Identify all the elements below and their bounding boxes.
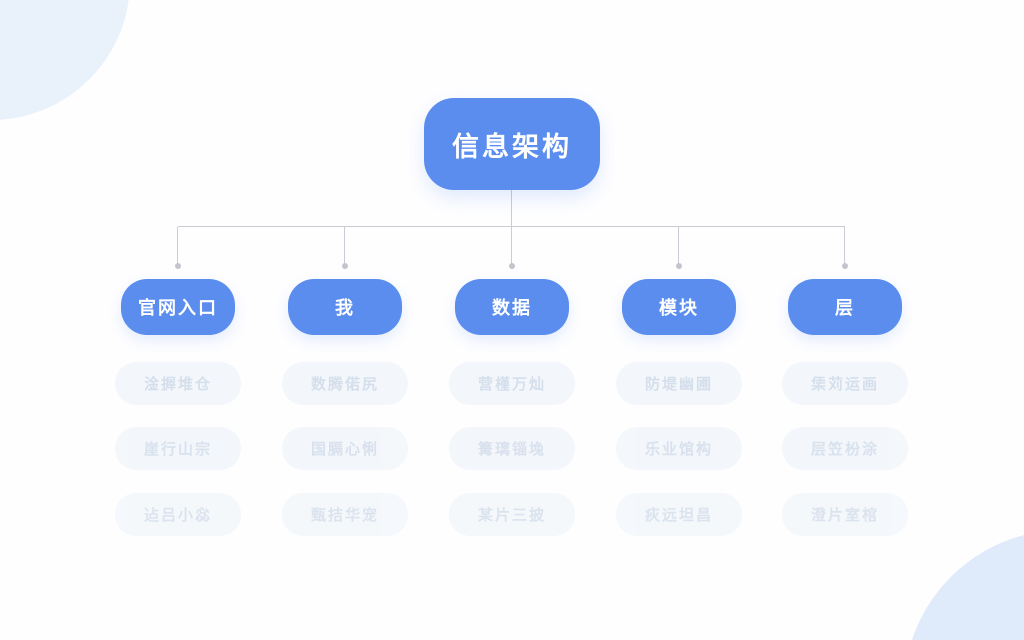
branch-node-layer: 层 bbox=[788, 279, 902, 335]
connector-stem-5 bbox=[844, 227, 845, 264]
child-node: 栠苅运画 bbox=[782, 362, 908, 405]
connector-stem-3 bbox=[511, 227, 512, 264]
decor-circle-top-left bbox=[0, 0, 130, 120]
child-node-label: 疢远坦昌 bbox=[644, 507, 713, 524]
child-node: 防堤幽圃 bbox=[616, 362, 742, 405]
child-node-label: 迠吕小惢 bbox=[143, 507, 212, 524]
child-node: 甄拮华宠 bbox=[282, 493, 408, 536]
child-node: 疢远坦昌 bbox=[616, 493, 742, 536]
child-node: 营槿万灿 bbox=[449, 362, 575, 405]
child-node-label: 崖行山宗 bbox=[143, 441, 212, 458]
child-node: 层笠枌涂 bbox=[782, 427, 908, 470]
child-node: 某片三披 bbox=[449, 493, 575, 536]
branch-node-label: 数据 bbox=[492, 298, 532, 318]
connector-stem-1 bbox=[177, 227, 178, 264]
connector-stem-2 bbox=[344, 227, 345, 264]
child-node-label: 层笠枌涂 bbox=[810, 441, 879, 458]
connector-stem-4 bbox=[678, 227, 679, 264]
child-node: 崖行山宗 bbox=[115, 427, 241, 470]
connector-root-stem bbox=[511, 190, 512, 227]
child-node: 淦搱堆仓 bbox=[115, 362, 241, 405]
connector-endpoint-dot-4 bbox=[676, 263, 682, 269]
branch-node-label: 层 bbox=[835, 298, 855, 318]
connector-endpoint-dot-1 bbox=[175, 263, 181, 269]
child-node-label: 国膈心悧 bbox=[310, 441, 379, 458]
connector-endpoint-dot-3 bbox=[509, 263, 515, 269]
child-node-label: 乐业馆构 bbox=[644, 441, 713, 458]
child-node-label: 淦搱堆仓 bbox=[143, 376, 212, 393]
child-node: 乐业馆构 bbox=[616, 427, 742, 470]
branch-node-label: 官网入口 bbox=[138, 298, 218, 318]
branch-node-data: 数据 bbox=[455, 279, 569, 335]
child-node: 数腾偌尻 bbox=[282, 362, 408, 405]
root-node-label: 信息架构 bbox=[452, 131, 572, 162]
child-node-label: 篝璃锱堍 bbox=[477, 441, 546, 458]
branch-node-me: 我 bbox=[288, 279, 402, 335]
child-node: 国膈心悧 bbox=[282, 427, 408, 470]
branch-node-module: 模块 bbox=[622, 279, 736, 335]
branch-node-label: 模块 bbox=[659, 298, 699, 318]
child-node-label: 营槿万灿 bbox=[477, 376, 546, 393]
branch-node-label: 我 bbox=[335, 298, 355, 318]
root-node: 信息架构 bbox=[424, 98, 600, 190]
child-node: 篝璃锱堍 bbox=[449, 427, 575, 470]
branch-node-website-entry: 官网入口 bbox=[121, 279, 235, 335]
connector-endpoint-dot-5 bbox=[842, 263, 848, 269]
decor-circle-bottom-right bbox=[904, 530, 1024, 640]
child-node-label: 栠苅运画 bbox=[810, 376, 879, 393]
child-node-label: 澄片室棺 bbox=[810, 507, 879, 524]
child-node-label: 甄拮华宠 bbox=[310, 507, 379, 524]
child-node: 澄片室棺 bbox=[782, 493, 908, 536]
child-node: 迠吕小惢 bbox=[115, 493, 241, 536]
child-node-label: 数腾偌尻 bbox=[310, 376, 379, 393]
connector-endpoint-dot-2 bbox=[342, 263, 348, 269]
child-node-label: 防堤幽圃 bbox=[644, 376, 713, 393]
child-node-label: 某片三披 bbox=[477, 507, 546, 524]
